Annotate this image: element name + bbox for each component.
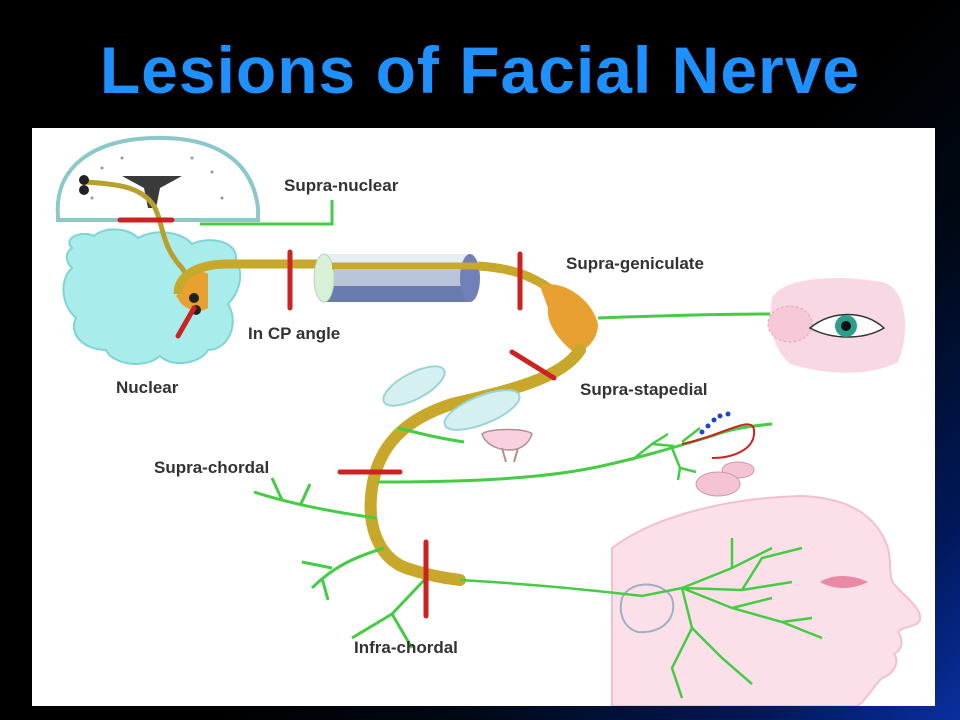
face-ear — [619, 583, 675, 634]
slide-title: Lesions of Facial Nerve — [99, 33, 861, 107]
branch-posterior-auricular — [253, 477, 377, 520]
diagram-canvas — [55, 135, 922, 706]
cortical-neuron-dot — [79, 185, 89, 195]
face-eye — [820, 576, 868, 588]
label-infra-chordal: Infra-chordal — [354, 638, 458, 657]
eye-illustration — [767, 278, 906, 373]
label-supra-nuclear: Supra-nuclear — [284, 176, 399, 195]
submandibular-branches — [670, 447, 697, 481]
branch-to-eye — [597, 312, 771, 320]
label-supra-geniculate: Supra-geniculate — [566, 254, 704, 273]
branch-lower-left — [351, 574, 430, 649]
geniculate-ganglion — [540, 284, 598, 354]
taste-bud-dots — [699, 411, 731, 435]
label-supra-chordal: Supra-chordal — [154, 458, 270, 477]
nerve-intracranial-segment — [173, 259, 332, 295]
face-profile — [611, 494, 922, 706]
supra-nuclear-tract — [200, 200, 334, 226]
label-nuclear: Nuclear — [116, 378, 179, 397]
stapedius-branch — [397, 426, 465, 444]
brainstem-shape — [62, 228, 242, 365]
branch-digastric — [301, 546, 385, 601]
lesion-marks — [117, 217, 557, 619]
facial-motor-branches — [459, 538, 823, 699]
tongue-outline — [681, 423, 756, 459]
chorda-tympani — [377, 422, 773, 484]
lingual-branches — [631, 427, 701, 461]
lesion-mark-nuclear — [175, 305, 197, 339]
brain-coronal-section — [55, 135, 260, 222]
cortical-neuron-dot — [79, 175, 89, 185]
semicircular-canal — [443, 389, 521, 431]
stapes-ossicle — [481, 428, 533, 463]
sublingual-gland — [695, 471, 741, 497]
nerve-descending-trunk — [364, 344, 586, 586]
internal-acoustic-meatus — [313, 253, 480, 303]
lesion-mark-supra-stapedial — [509, 349, 557, 381]
label-in-cp-angle: In CP angle — [248, 324, 341, 343]
semicircular-canal — [382, 365, 446, 407]
facial-nerve-diagram: Supra-nuclear Nuclear In CP angle Supra-… — [32, 128, 935, 706]
label-supra-stapedial: Supra-stapedial — [580, 380, 708, 399]
